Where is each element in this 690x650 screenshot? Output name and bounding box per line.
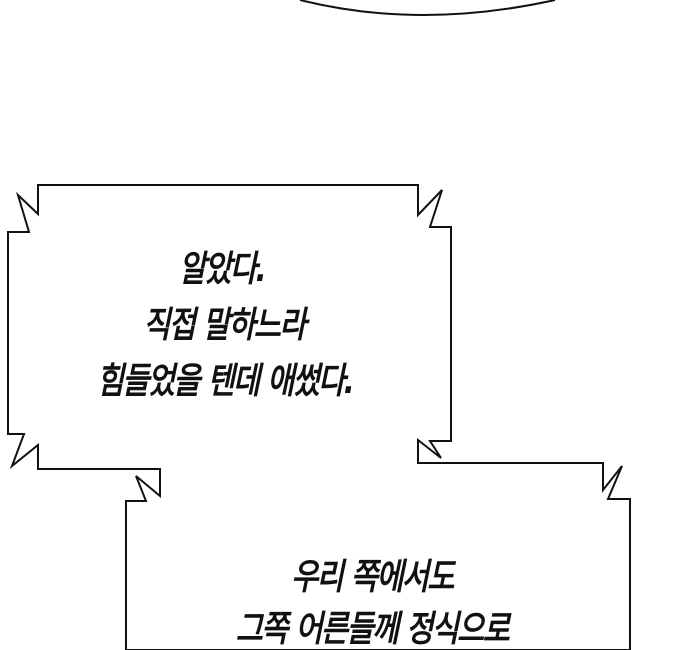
speech-bubble-2-line-1: 우리 쪽에서도 xyxy=(291,557,454,598)
speech-bubble-1-outline xyxy=(7,184,631,650)
speech-bubble-1-line-1: 알았다. xyxy=(178,249,267,290)
speech-bubble-1-line-3: 힘들었을 텐데 애썼다. xyxy=(96,361,355,402)
top-speech-bubble-edge xyxy=(299,0,556,16)
speech-bubble-1-line-2: 직접 말하느라 xyxy=(143,305,306,346)
speech-bubble-2-line-2: 그쪽 어른들께 정식으로 xyxy=(235,609,510,650)
